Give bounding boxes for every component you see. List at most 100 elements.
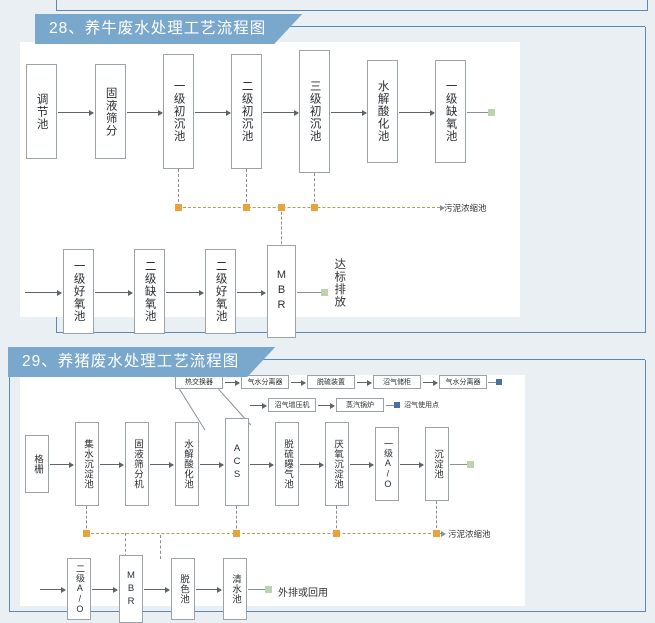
section-28-canvas: 调节池 固液筛分 一级初沉池 二级初沉池 三级初沉池 水解酸化池 一级缺氧池 bbox=[20, 42, 520, 338]
flow-box-tiaojiechi[interactable]: 调节池 bbox=[26, 64, 57, 159]
line-r1-outlet bbox=[467, 112, 489, 113]
flow-box-erji-quyangchi[interactable]: 二级缺氧池 bbox=[134, 249, 165, 334]
sludge-node-1-icon bbox=[175, 204, 182, 211]
biogas-box-label: 沼气增压机 bbox=[274, 402, 310, 409]
flow-box-erji-ao[interactable]: 二级A/O bbox=[67, 558, 91, 620]
flow-box-label: 水解酸化池 bbox=[376, 80, 389, 143]
section-28-title: 28、养牛废水处理工艺流程图 bbox=[35, 14, 302, 44]
flow-box-geshan[interactable]: 格栅 bbox=[25, 435, 49, 493]
flow-box-label: 清水池 bbox=[230, 574, 242, 604]
flow-box-mbr[interactable]: MBR bbox=[267, 245, 296, 338]
flow-box-label: 固液筛分 bbox=[104, 86, 117, 137]
sludge29-node-1-icon bbox=[83, 530, 90, 537]
mbr-return-dash bbox=[281, 207, 282, 249]
biogas-endpoint-icon bbox=[496, 379, 502, 385]
arrow-m-5 bbox=[250, 461, 274, 468]
flow-box-label: 二级初沉池 bbox=[240, 80, 253, 143]
flow-box-label: MBR bbox=[275, 269, 288, 314]
biogas-box-label: 热交换器 bbox=[185, 379, 213, 386]
flow-box-jishui-chendianchi[interactable]: 集水沉淀池 bbox=[75, 422, 99, 506]
flow-box-qingshuichi[interactable]: 清水池 bbox=[223, 558, 247, 620]
arrow-m-4 bbox=[200, 461, 224, 468]
arrow-r1-2 bbox=[127, 109, 163, 116]
flow-box-chendianchi[interactable]: 沉淀池 bbox=[425, 427, 449, 501]
flow-box-label: ACS bbox=[231, 442, 243, 482]
biogas-box-zhaoqichugui[interactable]: 沼气储柜 bbox=[373, 375, 421, 389]
arrow-r1-6 bbox=[399, 109, 435, 116]
flow-box-tuosechi[interactable]: 脱色池 bbox=[171, 558, 195, 620]
flow-box-label: 沉淀池 bbox=[432, 449, 444, 479]
biogas-box-qishuifenliqi-1[interactable]: 气水分离器 bbox=[241, 375, 289, 389]
sludge-node-2-icon bbox=[243, 204, 250, 211]
flow-box-label: 一级初沉池 bbox=[172, 80, 185, 143]
biogas-box-tuoliuzhuangzhi[interactable]: 脱硫装置 bbox=[307, 375, 355, 389]
arrow-biogas-6 bbox=[318, 402, 335, 409]
flow-box-label: MBR bbox=[125, 569, 137, 609]
arrow-r1-1 bbox=[58, 109, 94, 116]
previous-section-frame-stub bbox=[56, 0, 648, 11]
arrow-biogas-3 bbox=[357, 379, 372, 386]
arrow-m-6 bbox=[300, 461, 324, 468]
flow-box-mbr-29[interactable]: MBR bbox=[119, 555, 143, 623]
flow-box-guyeshaifen[interactable]: 固液筛分 bbox=[95, 64, 126, 159]
biogas-box-zengyaji[interactable]: 沼气增压机 bbox=[268, 398, 316, 412]
flow-box-guye-shaifenji[interactable]: 固液筛分机 bbox=[125, 422, 149, 506]
arrow-m-3 bbox=[150, 461, 174, 468]
outlet-marker-icon bbox=[488, 109, 495, 116]
flow-box-tuoliu-baoqichi[interactable]: 脱硫曝气池 bbox=[275, 422, 299, 506]
flow-box-label: 脱色池 bbox=[178, 574, 190, 604]
flow-box-shuijie-suanhuachi-29[interactable]: 水解酸化池 bbox=[175, 422, 199, 506]
sludge29-dash-2 bbox=[236, 506, 237, 533]
biogas-box-label: 气水分离器 bbox=[445, 379, 481, 386]
biogas-box-rejiaohuanqi[interactable]: 热交换器 bbox=[175, 375, 223, 389]
flow-box-label: 格栅 bbox=[32, 454, 44, 474]
sludge-node-4-icon bbox=[311, 204, 318, 211]
arrow-r1-3 bbox=[195, 109, 231, 116]
section-28: 28、养牛废水处理工艺流程图 调节池 固液筛分 一级初沉池 二级初沉池 三级初沉… bbox=[0, 14, 655, 339]
arrow-m-2 bbox=[100, 461, 124, 468]
flow-box-erji-haoyangchi[interactable]: 二级好氧池 bbox=[205, 249, 236, 334]
arrow-m-1 bbox=[50, 461, 74, 468]
flow-box-sanji-chuchenchi[interactable]: 三级初沉池 bbox=[299, 50, 330, 173]
arrow-m-7 bbox=[350, 461, 374, 468]
sludge29-node-2-icon bbox=[233, 530, 240, 537]
arrow-r2-2 bbox=[166, 289, 204, 296]
biogas-box-label: 沼气储柜 bbox=[383, 379, 411, 386]
flow-box-yanyang-chendianchi[interactable]: 厌氧沉淀池 bbox=[325, 422, 349, 506]
mbr29-return-dash bbox=[160, 535, 161, 559]
arrow-m-8 bbox=[400, 461, 424, 468]
sludge29-main-line bbox=[86, 531, 446, 537]
biogas-use-marker-icon bbox=[394, 402, 400, 408]
sludge29-node-3-icon bbox=[333, 530, 340, 537]
flow-box-yiji-chuchenchi[interactable]: 一级初沉池 bbox=[163, 54, 194, 169]
arrow-biogas-5 bbox=[250, 402, 267, 409]
sludge29-dash-1 bbox=[86, 506, 87, 533]
flow-box-label: 二级缺氧池 bbox=[143, 260, 156, 323]
arrow-r1-5 bbox=[331, 109, 367, 116]
flow-box-yiji-ao[interactable]: 一级A/O bbox=[375, 427, 399, 501]
sludge29-dash-3 bbox=[336, 506, 337, 533]
flow-box-shuijie-suanhuachi[interactable]: 水解酸化池 bbox=[367, 60, 398, 163]
flow-box-label: 调节池 bbox=[35, 92, 48, 131]
flow-box-acs[interactable]: ACS bbox=[225, 418, 249, 506]
flow-box-label: 一级A/O bbox=[382, 438, 393, 490]
biogas-box-label: 蒸汽锅炉 bbox=[346, 402, 374, 409]
flow-box-erji-chuchenchi[interactable]: 二级初沉池 bbox=[231, 54, 262, 169]
flow-box-label: 厌氧沉淀池 bbox=[332, 439, 344, 489]
flow-box-yiji-quyangchi[interactable]: 一级缺氧池 bbox=[435, 60, 466, 163]
arrow-r2-1 bbox=[95, 289, 133, 296]
flow-box-label: 三级初沉池 bbox=[308, 80, 321, 143]
reuse-marker-icon bbox=[265, 586, 272, 593]
arrow-b-0 bbox=[40, 586, 66, 593]
flow-box-yiji-haoyangchi[interactable]: 一级好氧池 bbox=[63, 249, 94, 334]
flow-box-label: 一级好氧池 bbox=[72, 260, 85, 323]
flow-box-label: 二级好氧池 bbox=[214, 260, 227, 323]
sludge29-dash-4 bbox=[436, 501, 437, 533]
line-m-outlet bbox=[450, 464, 468, 465]
sludge-dash-2 bbox=[246, 169, 247, 207]
arrow-b-3 bbox=[196, 586, 222, 593]
biogas-box-qishuifenliqi-2[interactable]: 气水分离器 bbox=[439, 375, 487, 389]
biogas-box-zhengqiguolu[interactable]: 蒸汽锅炉 bbox=[336, 398, 384, 412]
arrow-r2-3 bbox=[237, 289, 266, 296]
